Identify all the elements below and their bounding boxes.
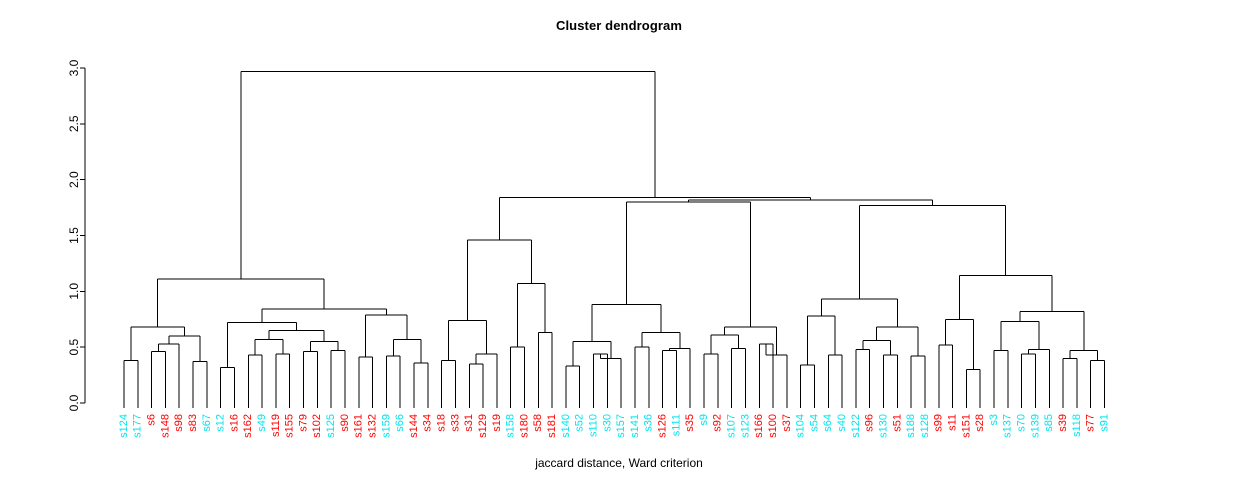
leaf-label: s96 xyxy=(864,414,876,432)
leaf-label: s139 xyxy=(1029,414,1041,438)
leaf-label: s140 xyxy=(560,414,572,438)
leaf-label: s177 xyxy=(132,414,144,438)
leaf-label: s36 xyxy=(643,414,655,432)
leaf-label: s58 xyxy=(532,414,544,432)
y-axis-tick-label: 2.5 xyxy=(67,115,81,132)
leaf-label: s144 xyxy=(408,414,420,438)
leaf-label: s91 xyxy=(1098,414,1110,432)
leaf-label: s125 xyxy=(325,414,337,438)
leaf-label: s188 xyxy=(905,414,917,438)
leaf-label: s118 xyxy=(1071,414,1083,437)
leaf-label: s102 xyxy=(311,414,323,438)
y-axis-tick-label: 0.0 xyxy=(67,394,81,411)
leaf-label: s6 xyxy=(146,414,158,426)
y-axis-tick-label: 3.0 xyxy=(67,59,81,76)
leaf-label: s126 xyxy=(656,414,668,438)
leaf-label: s64 xyxy=(822,414,834,432)
leaf-label: s83 xyxy=(187,414,199,432)
leaf-label: s52 xyxy=(574,414,586,432)
leaf-label: s151 xyxy=(960,414,972,438)
leaf-label: s98 xyxy=(173,414,185,432)
y-axis: 3.0 2.5 2.0 1.5 1.0 0.5 0.0 xyxy=(67,59,86,411)
leaf-label: s49 xyxy=(256,414,268,432)
leaf-label: s99 xyxy=(933,414,945,432)
leaf-label: s40 xyxy=(836,414,848,432)
leaf-label: s180 xyxy=(518,414,530,438)
leaf-label: s11 xyxy=(947,414,959,431)
leaf-label: s119 xyxy=(270,414,282,437)
leaf-label: s90 xyxy=(339,414,351,432)
leaf-label: s66 xyxy=(394,414,406,432)
leaf-label: s129 xyxy=(477,414,489,438)
leaf-label: s111 xyxy=(670,414,682,436)
leaf-label: s130 xyxy=(877,414,889,438)
page-title: Cluster dendrogram xyxy=(555,18,683,33)
leaf-label: s124 xyxy=(118,414,130,438)
leaf-label: s16 xyxy=(228,414,240,432)
leaf-label: s67 xyxy=(201,414,213,432)
leaf-label: s31 xyxy=(463,414,475,432)
leaf-label: s157 xyxy=(615,414,627,438)
leaf-label: s159 xyxy=(380,414,392,438)
leaf-label: s77 xyxy=(1085,414,1097,432)
leaf-label: s37 xyxy=(781,414,793,432)
leaf-label: s9 xyxy=(698,414,710,426)
leaf-label: s161 xyxy=(353,414,365,438)
leaf-label: s35 xyxy=(684,414,696,432)
y-axis-tick-label: 0.5 xyxy=(67,339,81,356)
leaf-label: s155 xyxy=(284,414,296,438)
leaf-label: s162 xyxy=(242,414,254,438)
y-axis-tick-label: 2.0 xyxy=(67,171,81,188)
leaf-label: s79 xyxy=(297,414,309,432)
leaf-label: s34 xyxy=(422,414,434,432)
leaf-label: s54 xyxy=(808,414,820,432)
leaf-label: s158 xyxy=(505,414,517,438)
leaf-label: s51 xyxy=(891,414,903,432)
leaf-label: s92 xyxy=(712,414,724,432)
leaf-label: s107 xyxy=(726,414,738,438)
leaf-label: s33 xyxy=(449,414,461,432)
leaf-label: s128 xyxy=(919,414,931,438)
dendrogram-tree xyxy=(123,70,1106,403)
leaf-label: s28 xyxy=(974,414,986,432)
leaf-label: s100 xyxy=(767,414,779,438)
leaf-label: s70 xyxy=(1016,414,1028,432)
leaf-label: s104 xyxy=(795,414,807,438)
leaf-label: s132 xyxy=(366,414,378,438)
leaf-label: s30 xyxy=(601,414,613,432)
leaf-label: s110 xyxy=(587,414,599,437)
leaf-label: s85 xyxy=(1043,414,1055,432)
leaf-label: s12 xyxy=(215,414,227,432)
leaf-label: s141 xyxy=(629,414,641,438)
leaf-label: s122 xyxy=(850,414,862,438)
x-axis-label: jaccard distance, Ward criterion xyxy=(535,456,703,470)
leaf-label: s19 xyxy=(491,414,503,432)
leaf-label: s148 xyxy=(159,414,171,438)
y-axis-tick-label: 1.5 xyxy=(67,227,81,244)
leaf-label: s137 xyxy=(1002,414,1014,438)
leaf-label: s123 xyxy=(739,414,751,438)
y-axis-tick-label: 1.0 xyxy=(67,283,81,300)
leaf-label: s3 xyxy=(988,414,1000,426)
leaf-label: s181 xyxy=(546,414,558,438)
leaf-label: s166 xyxy=(753,414,765,438)
leaf-label: s18 xyxy=(436,414,448,432)
leaf-label: s39 xyxy=(1057,414,1069,432)
